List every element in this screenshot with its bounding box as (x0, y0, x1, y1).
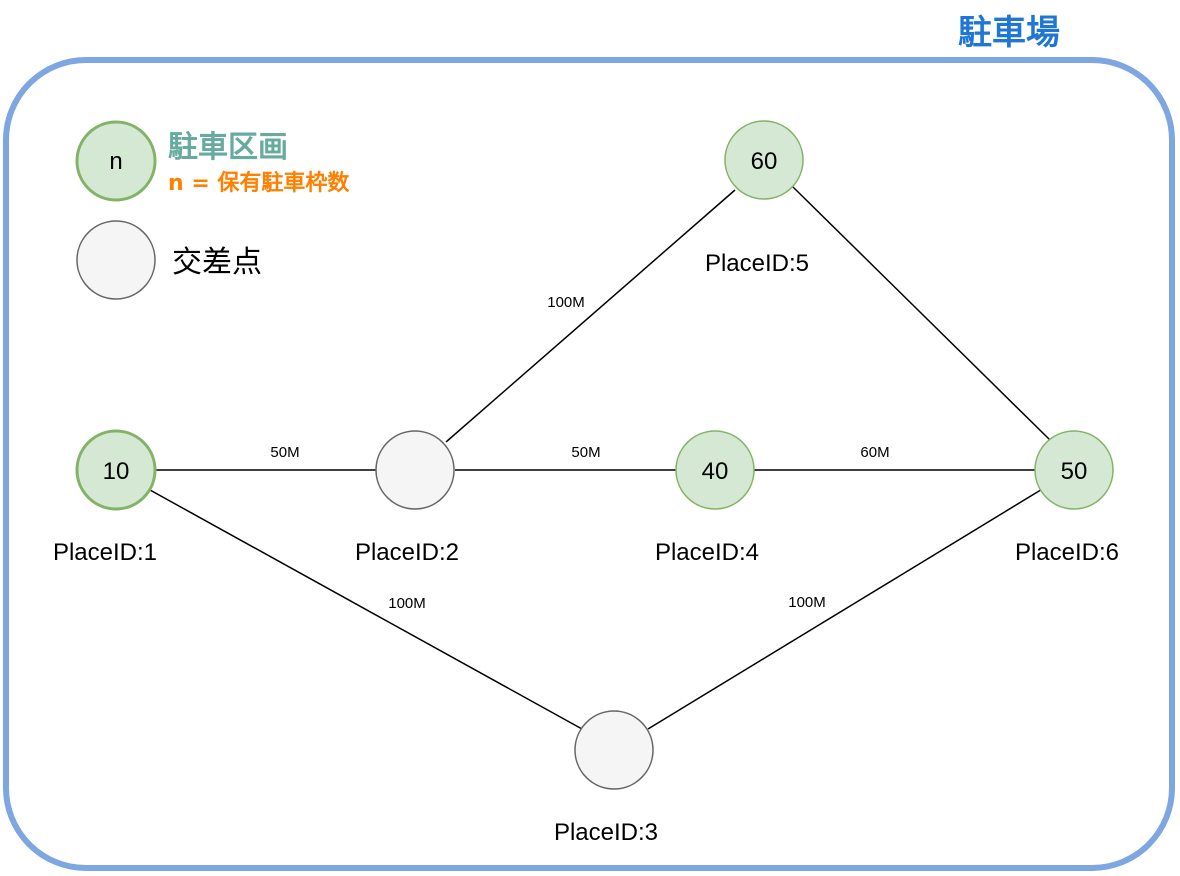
edge-p1-p3 (149, 489, 583, 730)
edge-label-p4-p6: 60M (860, 444, 889, 461)
edge-labels: 50M 50M 60M 100M 100M 100M (270, 294, 889, 612)
node-value: 60 (751, 148, 778, 175)
parking-node-circle (75, 429, 157, 511)
legend-parking: n 駐車区画 n = 保有駐車枠数 (75, 120, 350, 202)
edge-p5-p6 (792, 186, 1051, 441)
edge-label-p1-p3: 100M (388, 595, 426, 612)
edge-p3-p6 (647, 487, 1045, 730)
legend-intersection-label: 交差点 (172, 245, 262, 280)
intersection-node-circle (375, 430, 455, 510)
node-p5: 60 PlaceID:5 (705, 120, 809, 277)
legend-intersection-node (76, 220, 156, 300)
parking-node-circle (1034, 430, 1114, 510)
node-value: 40 (702, 458, 729, 485)
legend-parking-node (75, 120, 157, 202)
node-value: 10 (103, 458, 130, 485)
node-p3: PlaceID:3 (554, 710, 658, 846)
intersection-node-circle (574, 710, 654, 790)
edge-label-p1-p2: 50M (270, 444, 299, 461)
legend-parking-node-text: n (109, 148, 122, 175)
parking-node-circle (675, 430, 755, 510)
node-label: PlaceID:6 (1015, 539, 1119, 566)
legend-intersection: 交差点 (76, 220, 262, 300)
edge-label-p2-p4: 50M (571, 444, 600, 461)
diagram-title: 駐車場 (958, 13, 1060, 53)
edge-label-p2-p5: 100M (547, 294, 585, 311)
node-label: PlaceID:4 (655, 539, 759, 566)
parking-node-circle (724, 120, 804, 200)
legend-parking-label: 駐車区画 (168, 130, 288, 165)
node-value: 50 (1061, 458, 1088, 485)
node-label: PlaceID:2 (355, 539, 459, 566)
node-p4: 40 PlaceID:4 (655, 430, 759, 566)
edges (149, 186, 1051, 730)
node-label: PlaceID:5 (705, 250, 809, 277)
edge-p2-p5 (445, 189, 736, 443)
node-label: PlaceID:1 (53, 539, 157, 566)
parking-lot-frame (3, 57, 1175, 871)
node-label: PlaceID:3 (554, 819, 658, 846)
legend-parking-sublabel: n = 保有駐車枠数 (168, 170, 350, 196)
node-p1: 10 PlaceID:1 (53, 429, 157, 566)
node-p2: PlaceID:2 (355, 430, 459, 566)
node-p6: 50 PlaceID:6 (1015, 430, 1119, 566)
edge-label-p3-p6: 100M (788, 594, 826, 611)
